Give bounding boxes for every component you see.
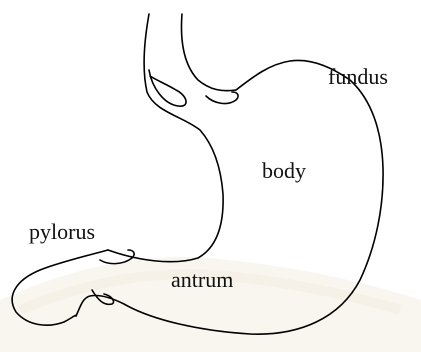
label-fundus: fundus (328, 64, 388, 89)
cardiac-notch (149, 70, 186, 106)
esophagus-left-wall (108, 14, 223, 262)
label-pylorus: pylorus (29, 219, 95, 244)
esophagus-right-wall (181, 14, 236, 91)
label-antrum: antrum (171, 267, 233, 292)
fundus-fold (206, 92, 238, 103)
label-body: body (262, 158, 306, 183)
